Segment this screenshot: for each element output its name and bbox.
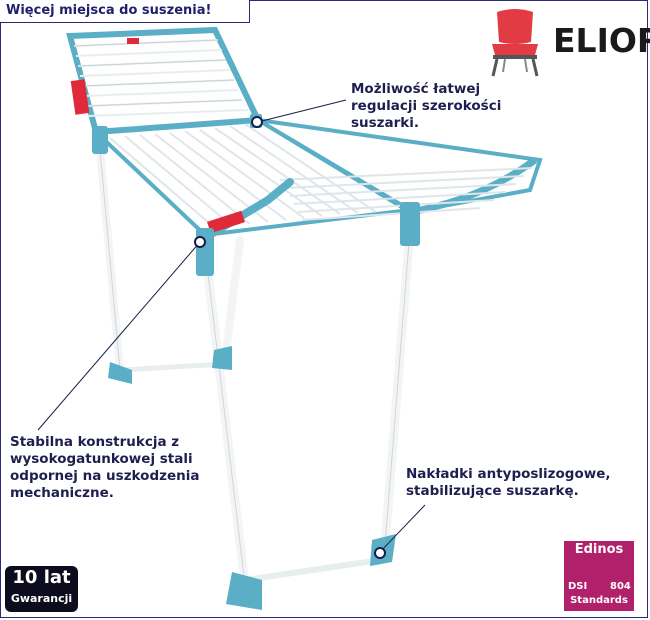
callout-construction: Stabilna konstrukcja z wysokogatunkowej … — [10, 434, 200, 501]
callout-lines — [37, 99, 426, 553]
brand-logo-text: ELIOR — [553, 21, 650, 60]
promo-banner: Więcej miejsca do suszenia! — [0, 0, 250, 23]
certificate-prefix: DSI — [568, 581, 588, 592]
left-wing — [66, 26, 263, 136]
certificate-label: Standards — [570, 595, 628, 606]
certificate-number: 804 — [610, 581, 631, 592]
callout-marker-width — [251, 116, 263, 128]
certificate-title: Edinos — [574, 542, 624, 557]
warranty-label: Gwarancji — [10, 592, 73, 605]
rack-legs — [96, 146, 415, 590]
center-section — [91, 117, 417, 238]
chair-icon — [491, 9, 539, 77]
callout-feet: Nakładki antyposlizogowe, stabilizujące … — [406, 466, 611, 499]
right-wing — [256, 118, 543, 221]
joints — [92, 114, 420, 276]
callout-marker-construction — [194, 236, 206, 248]
warranty-value: 10 lat — [12, 567, 71, 588]
warranty-badge: 10 lat Gwarancji — [5, 566, 78, 612]
certificate-badge: Edinos DSI 804 Standards — [564, 541, 634, 611]
promo-banner-text: Więcej miejsca do suszenia! — [6, 3, 212, 18]
callout-width-adjustment: Możliwość łatwej regulacji szerokości su… — [351, 81, 502, 131]
callout-marker-feet — [374, 547, 386, 559]
anti-slip-feet — [108, 346, 396, 610]
